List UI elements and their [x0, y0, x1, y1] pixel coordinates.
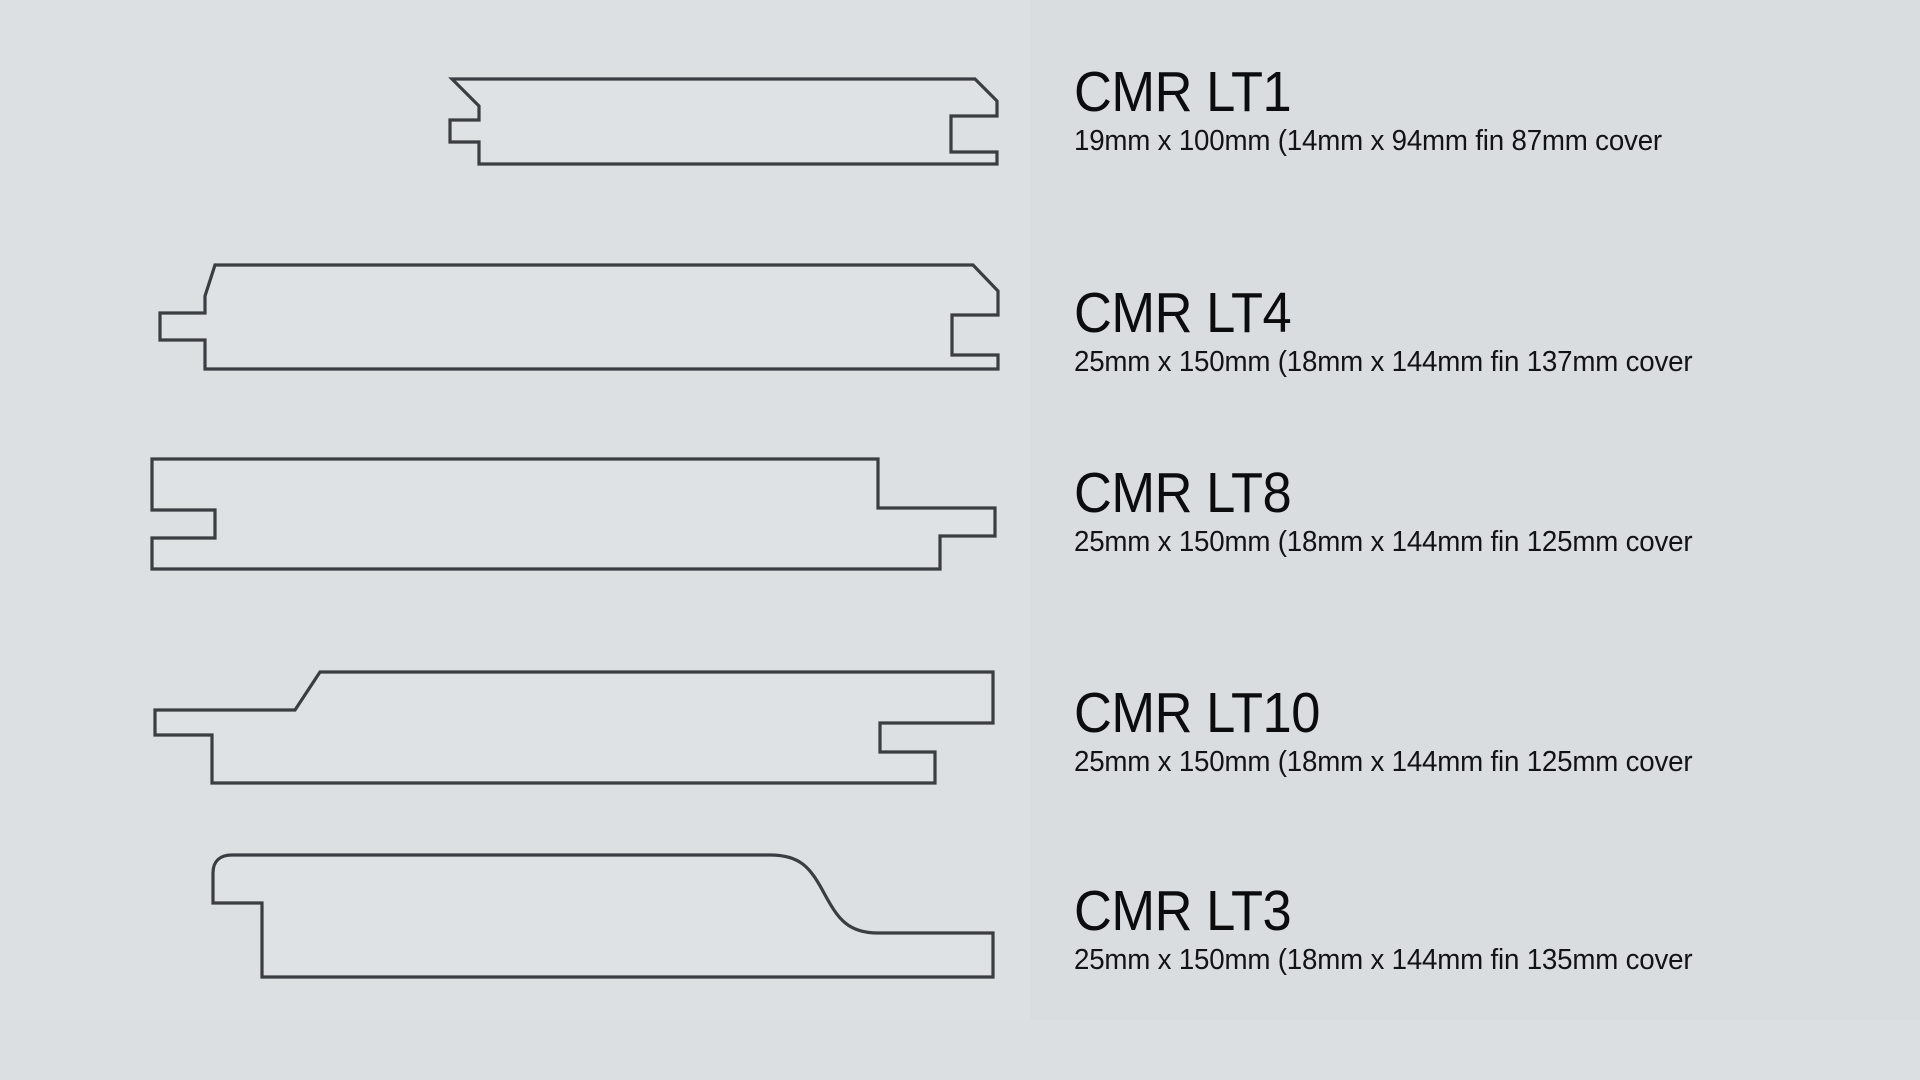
background-panel-right: [1030, 0, 1920, 1020]
cmr-lt1-profile-drawing: [448, 77, 999, 166]
cmr-lt4-title: CMR LT4: [1074, 281, 1292, 345]
profile-row-cmr-lt1: CMR LT1 19mm x 100mm (14mm x 94mm fin 87…: [0, 60, 1920, 190]
cmr-lt8-section-path: [150, 457, 997, 571]
cmr-lt8-label-block: CMR LT8 25mm x 150mm (18mm x 144mm fin 1…: [1074, 463, 1722, 559]
cmr-lt10-title: CMR LT10: [1074, 681, 1320, 745]
cmr-lt10-section-path: [153, 670, 995, 785]
background-panel-bottom: [0, 1020, 1920, 1080]
cmr-lt10-profile-drawing: [153, 670, 995, 785]
cmr-lt10-label-block: CMR LT10 25mm x 150mm (18mm x 144mm fin …: [1074, 683, 1722, 779]
cmr-lt4-section-path: [158, 263, 1000, 371]
profile-row-cmr-lt8: CMR LT8 25mm x 150mm (18mm x 144mm fin 1…: [0, 445, 1920, 585]
cmr-lt8-profile-drawing: [150, 457, 997, 571]
cmr-lt1-title: CMR LT1: [1074, 60, 1292, 124]
profile-row-cmr-lt3: CMR LT3 25mm x 150mm (18mm x 144mm fin 1…: [0, 845, 1920, 1005]
cmr-lt8-spec: 25mm x 150mm (18mm x 144mm fin 125mm cov…: [1074, 526, 1693, 558]
cmr-lt3-section-path: [211, 853, 995, 979]
cmr-lt4-spec: 25mm x 150mm (18mm x 144mm fin 137mm cov…: [1074, 346, 1693, 378]
cmr-lt3-title: CMR LT3: [1074, 879, 1292, 943]
cmr-lt8-title: CMR LT8: [1074, 461, 1292, 525]
profile-row-cmr-lt10: CMR LT10 25mm x 150mm (18mm x 144mm fin …: [0, 655, 1920, 805]
cmr-lt4-label-block: CMR LT4 25mm x 150mm (18mm x 144mm fin 1…: [1074, 283, 1722, 379]
profile-row-cmr-lt4: CMR LT4 25mm x 150mm (18mm x 144mm fin 1…: [0, 250, 1920, 390]
cmr-lt3-label-block: CMR LT3 25mm x 150mm (18mm x 144mm fin 1…: [1074, 881, 1722, 977]
cmr-lt1-section-path: [448, 77, 999, 166]
cmr-lt3-profile-drawing: [211, 853, 995, 979]
cmr-lt1-label-block: CMR LT1 19mm x 100mm (14mm x 94mm fin 87…: [1074, 62, 1690, 158]
cmr-lt10-spec: 25mm x 150mm (18mm x 144mm fin 125mm cov…: [1074, 746, 1693, 778]
cmr-lt3-spec: 25mm x 150mm (18mm x 144mm fin 135mm cov…: [1074, 944, 1693, 976]
cmr-lt4-profile-drawing: [158, 263, 1000, 371]
cmr-lt1-spec: 19mm x 100mm (14mm x 94mm fin 87mm cover: [1074, 125, 1662, 157]
